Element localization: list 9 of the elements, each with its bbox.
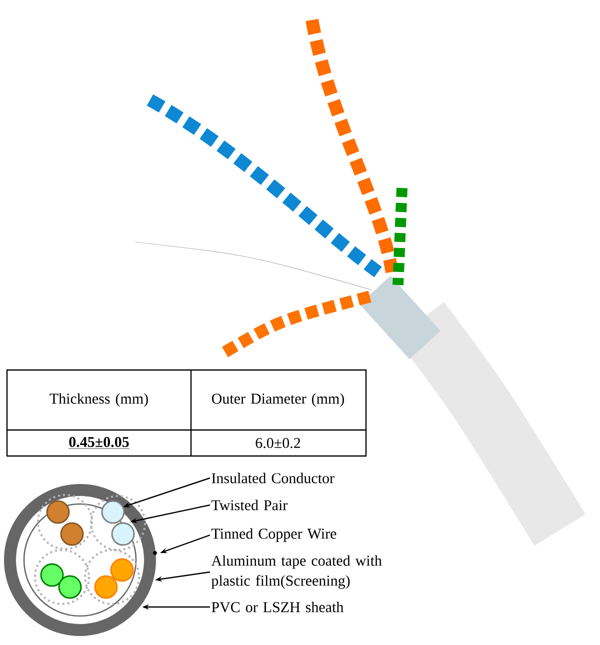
callout-label: Tinned Copper Wire [211,528,336,542]
callout-label: PVC or LSZH sheath [212,602,344,612]
callout-label: Twisted Pair [211,500,288,510]
table-cell-text: 6.0±0.2 [256,438,300,448]
callout-label: Aluminum tape coated with plastic film(Screening) [211,555,382,589]
table-cell-text: Thickness (mm) [50,393,148,407]
callout-label: Insulated Conductor [212,472,334,484]
table-cell-text: 0.45±0.05 [68,436,130,449]
table-cell-text: Outer Diameter (mm) [212,393,344,407]
